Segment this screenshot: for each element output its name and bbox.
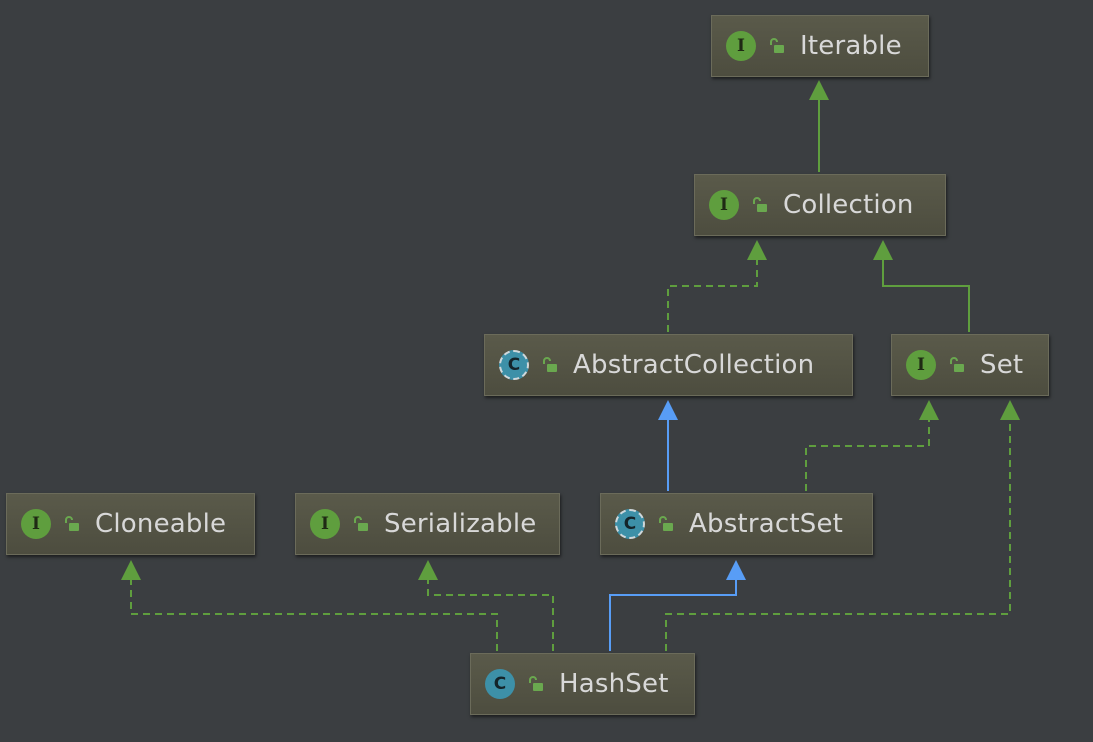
- unlock-icon: [529, 676, 543, 691]
- arrowhead-cloneable: [121, 560, 141, 580]
- interface-icon: I: [906, 350, 936, 380]
- class-icon: C: [485, 669, 515, 699]
- node-abstractcollection[interactable]: C AbstractCollection: [484, 334, 853, 396]
- node-collection[interactable]: I Collection: [694, 174, 946, 236]
- unlock-icon: [659, 516, 673, 531]
- node-label: AbstractCollection: [573, 350, 815, 380]
- arrowhead-collection-right: [873, 240, 893, 260]
- node-set[interactable]: I Set: [891, 334, 1049, 396]
- abstract-class-icon: C: [499, 350, 529, 380]
- arrowhead-collection-left: [747, 240, 767, 260]
- interface-icon: I: [21, 509, 51, 539]
- arrowhead-abstractset: [726, 560, 746, 580]
- edge-abstractcollection-collection: [667, 260, 758, 332]
- arrowhead-iterable: [809, 80, 829, 100]
- abstract-class-icon: C: [615, 509, 645, 539]
- unlock-icon: [65, 516, 79, 531]
- node-label: Collection: [783, 190, 914, 220]
- edge-hashset-abstractset: [609, 580, 737, 651]
- node-serializable[interactable]: I Serializable: [295, 493, 560, 555]
- edge-hashset-serializable: [427, 580, 554, 651]
- edge-set-collection: [882, 260, 970, 332]
- unlock-icon: [753, 197, 767, 212]
- arrowhead-abstractcollection: [658, 400, 678, 420]
- arrowhead-set-right: [1000, 400, 1020, 420]
- node-label: Serializable: [384, 509, 537, 539]
- node-label: HashSet: [559, 669, 669, 699]
- unlock-icon: [770, 38, 784, 53]
- interface-icon: I: [709, 190, 739, 220]
- edge-abstractset-set: [805, 420, 930, 491]
- unlock-icon: [354, 516, 368, 531]
- node-abstractset[interactable]: C AbstractSet: [600, 493, 873, 555]
- arrowhead-serializable: [418, 560, 438, 580]
- edge-hashset-set: [665, 420, 1011, 651]
- node-cloneable[interactable]: I Cloneable: [6, 493, 255, 555]
- unlock-icon: [950, 357, 964, 372]
- node-hashset[interactable]: C HashSet: [470, 653, 695, 715]
- unlock-icon: [543, 357, 557, 372]
- node-label: Set: [980, 350, 1024, 380]
- arrowhead-set-left: [919, 400, 939, 420]
- node-label: Cloneable: [95, 509, 227, 539]
- edge-hashset-cloneable: [130, 580, 498, 651]
- node-iterable[interactable]: I Iterable: [711, 15, 929, 77]
- interface-icon: I: [310, 509, 340, 539]
- interface-icon: I: [726, 31, 756, 61]
- node-label: AbstractSet: [689, 509, 844, 539]
- node-label: Iterable: [800, 31, 902, 61]
